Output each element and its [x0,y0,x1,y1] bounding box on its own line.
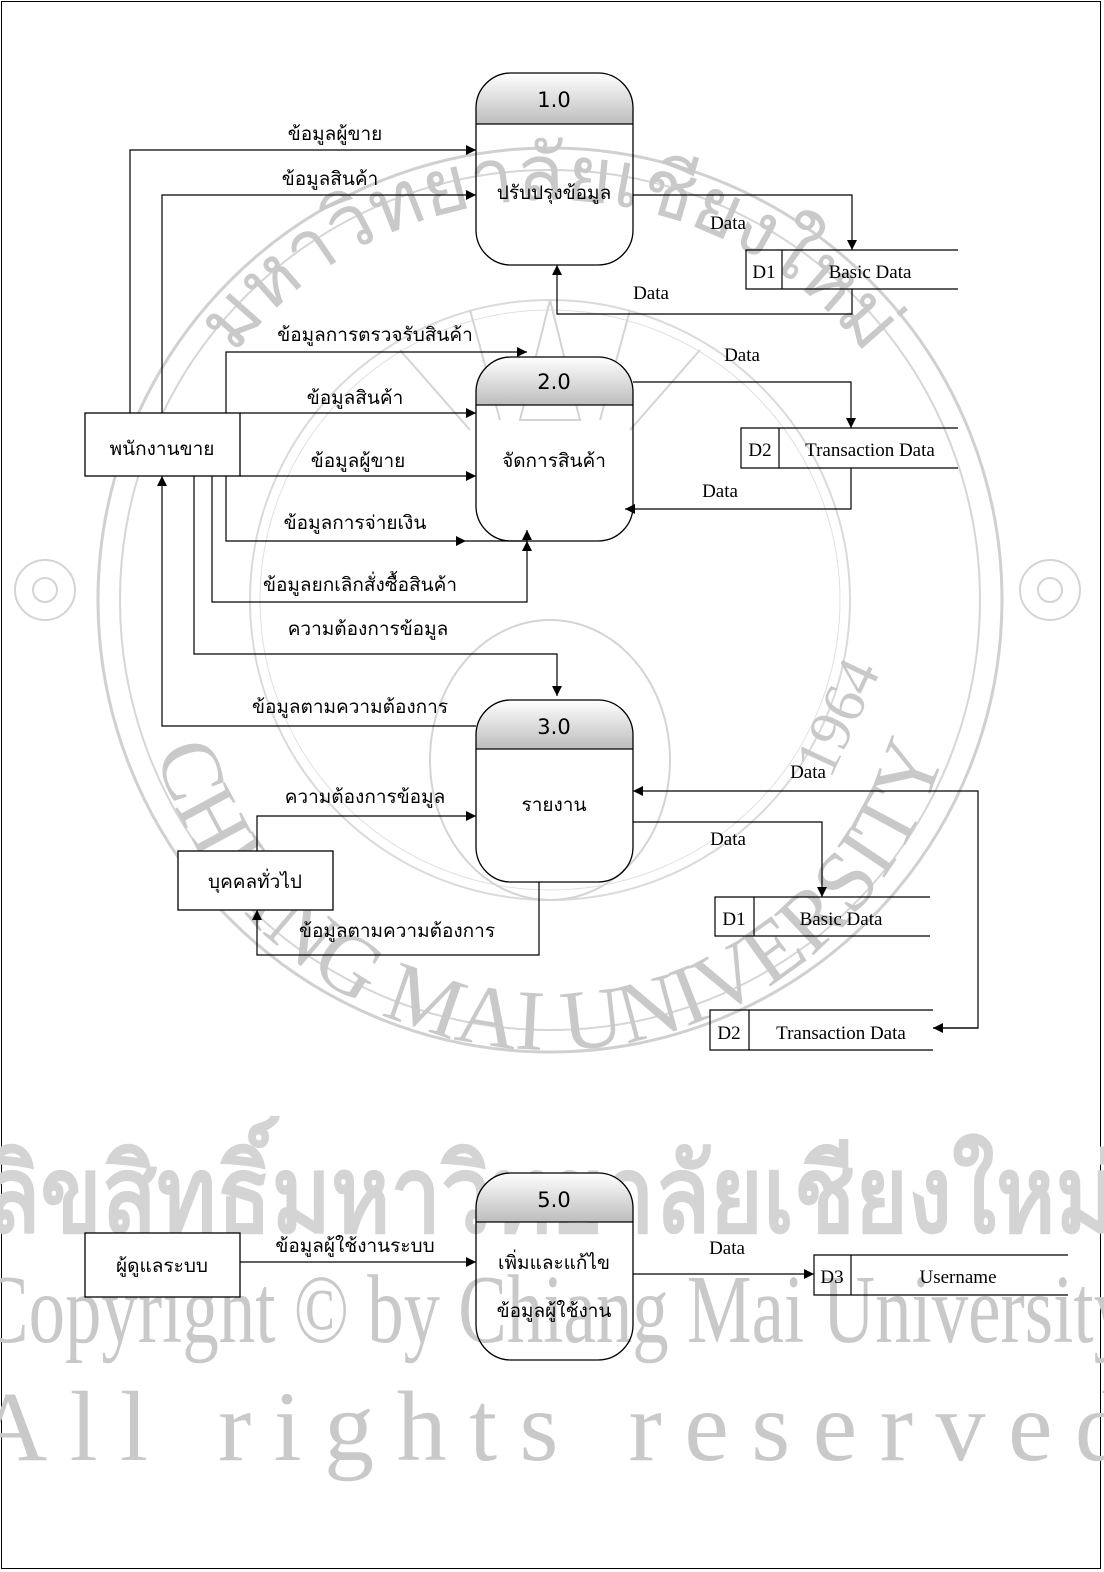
flow-user-info-to-p5: ข้อมูลผู้ใช้งานระบบ [240,1235,476,1267]
svg-text:พนักงานขาย: พนักงานขาย [110,438,215,460]
svg-text:Data: Data [790,762,826,783]
svg-text:Data: Data [709,1238,745,1259]
flow-data-p1-to-d1: Data [633,194,857,250]
svg-text:Basic Data: Basic Data [829,262,912,283]
process-3-number: 3.0 [537,715,570,739]
svg-text:ข้อมูลสินค้า: ข้อมูลสินค้า [282,168,379,190]
svg-text:Transaction Data: Transaction Data [805,440,935,461]
flow-data-d2-to-p3: Data [633,762,979,1033]
entity-admin: ผู้ดูแลระบบ [84,1232,241,1298]
process-3: 3.0 รายงาน [475,699,634,883]
svg-text:D1: D1 [752,262,775,283]
svg-text:บุคคลทั่วไป: บุคคลทั่วไป [208,868,302,894]
flow-seller-info-to-p1: ข้อมูลผู้ขาย [129,123,476,413]
svg-text:ข้อมูลตามความต้องการ: ข้อมูลตามความต้องการ [299,920,495,942]
flow-result-info-to-public: ข้อมูลตามความต้องการ [252,882,540,956]
datastore-d2-top: D2 Transaction Data [740,427,958,469]
flow-payment-to-p2: ข้อมูลการจ่ายเงิน [225,476,532,546]
flow-data-d2-to-p2: Data [625,468,852,514]
datastore-d2-mid: D2 Transaction Data [709,1009,933,1051]
process-1-number: 1.0 [537,88,570,112]
svg-text:D2: D2 [717,1023,740,1044]
svg-text:Data: Data [633,283,669,304]
watermark-copyright: ลิขสิทธิ์มหาวิทยาลัยเชียงใหม่ Copyright … [0,1115,1104,1482]
entity-sales-staff: พนักงานขาย [84,412,241,477]
svg-text:ความต้องการข้อมูล: ความต้องการข้อมูล [288,618,449,640]
datastore-d3: D3 Username [813,1254,1068,1296]
flow-receive-check-to-p2: ข้อมูลการตรวจรับสินค้า [225,324,527,413]
svg-text:ข้อมูลสินค้า: ข้อมูลสินค้า [307,387,404,409]
svg-text:Username: Username [919,1267,996,1288]
flow-result-info-to-staff: ข้อมูลตามความต้องการ [157,476,476,727]
flow-need-info-to-p3: ความต้องการข้อมูล [193,476,562,696]
svg-text:Data: Data [710,829,746,850]
svg-text:ผู้ดูแลระบบ: ผู้ดูแลระบบ [116,1255,208,1277]
flow-product-info-to-p2: ข้อมูลสินค้า [240,387,476,418]
process-5: 5.0 เพิ่มและแก้ไข ข้อมูลผู้ใช้งาน [475,1172,634,1361]
svg-text:ข้อมูลผู้ขาย: ข้อมูลผู้ขาย [311,450,406,472]
flow-data-d1-to-p3: Data [633,821,827,897]
svg-text:ข้อมูลการตรวจรับสินค้า: ข้อมูลการตรวจรับสินค้า [277,324,473,346]
svg-text:Basic Data: Basic Data [800,909,883,930]
flow-seller-info-to-p2: ข้อมูลผู้ขาย [240,450,476,481]
flow-data-p5-to-d3: Data [633,1238,814,1279]
svg-text:ข้อมูลยกเลิกสั่งซื้อสินค้า: ข้อมูลยกเลิกสั่งซื้อสินค้า [263,571,457,596]
svg-text:ข้อมูลผู้ใช้งานระบบ: ข้อมูลผู้ใช้งานระบบ [275,1235,434,1257]
process-3-name: รายงาน [522,794,587,816]
svg-text:Transaction Data: Transaction Data [776,1023,906,1044]
flow-product-info-to-p1: ข้อมูลสินค้า [161,168,476,413]
svg-text:ความต้องการข้อมูล: ความต้องการข้อมูล [285,786,446,808]
svg-text:ข้อมูลตามความต้องการ: ข้อมูลตามความต้องการ [252,696,448,718]
process-2-name: จัดการสินค้า [502,450,606,472]
process-2: 2.0 จัดการสินค้า [475,356,634,542]
svg-text:D2: D2 [748,440,771,461]
entity-public: บุคคลทั่วไป [177,850,334,911]
process-2-number: 2.0 [537,370,570,394]
svg-text:ข้อมูลผู้ขาย: ข้อมูลผู้ขาย [288,123,383,145]
process-5-number: 5.0 [537,1188,570,1212]
process-5-name-line1: เพิ่มและแก้ไข [498,1249,610,1274]
svg-text:Data: Data [724,345,760,366]
flow-data-p2-to-d2: Data [633,345,856,428]
svg-text:Data: Data [702,481,738,502]
watermark-line-rights: All rights reserved [0,1371,1104,1482]
flow-cancel-order-to-p2: ข้อมูลยกเลิกสั่งซื้อสินค้า [211,476,532,603]
svg-text:Data: Data [710,213,746,234]
process-5-name-line2: ข้อมูลผู้ใช้งาน [497,1300,612,1322]
svg-text:D3: D3 [820,1267,843,1288]
svg-text:ข้อมูลการจ่ายเงิน: ข้อมูลการจ่ายเงิน [284,512,427,534]
svg-text:D1: D1 [722,909,745,930]
flow-data-d1-to-p1: Data [552,265,853,315]
process-1-name: ปรับปรุงข้อมูล [497,182,611,205]
flow-need-info-public-to-p3: ความต้องการข้อมูล [256,786,476,851]
watermark-seal: มหาวิทยาลัยเชียงใหม่ CHIANG MAI UNIVERSI… [14,130,1081,1070]
